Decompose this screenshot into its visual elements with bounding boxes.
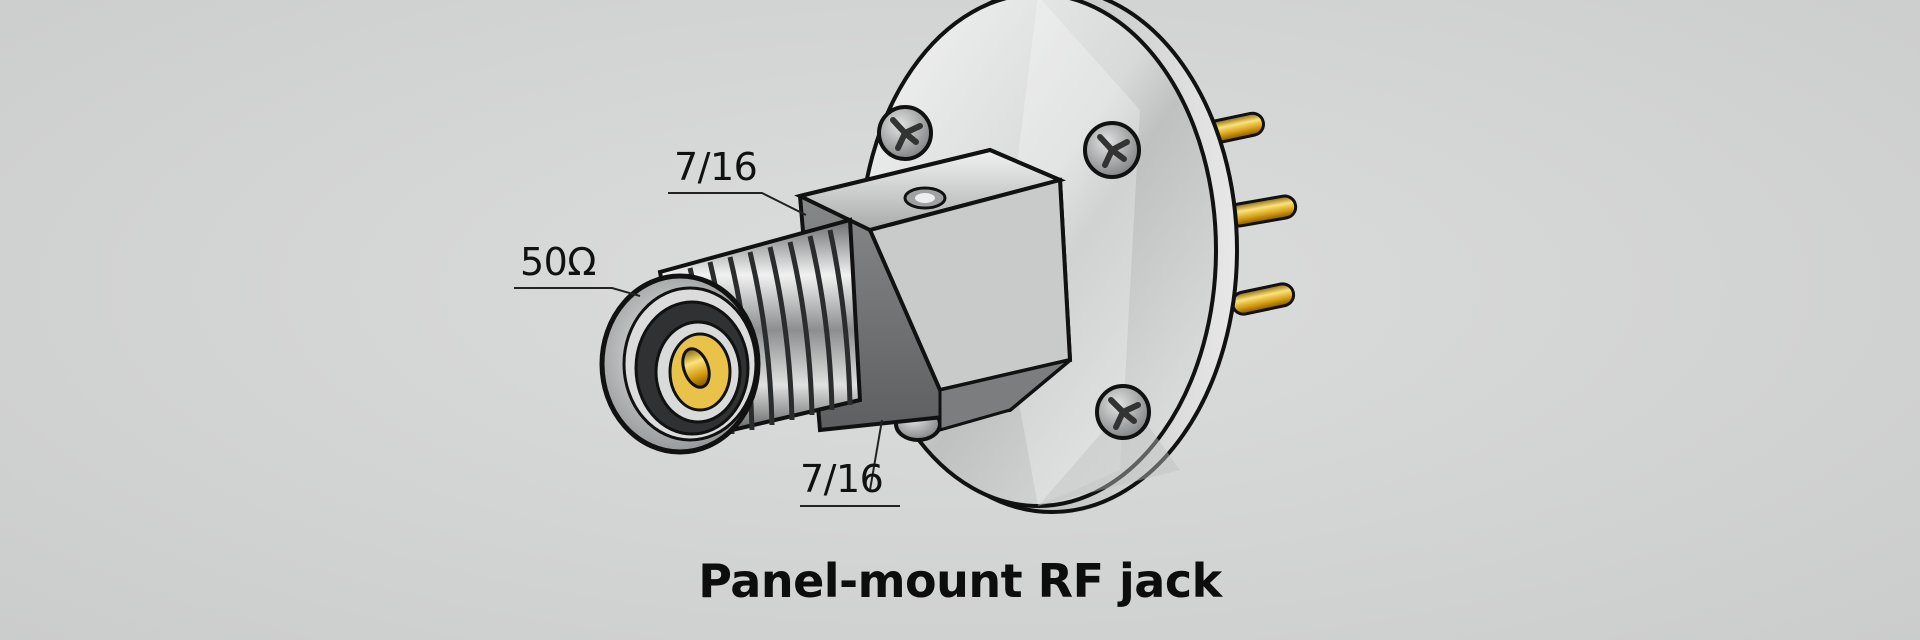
diagram-title: Panel-mount RF jack [698, 554, 1222, 608]
callout-thread-size: 7/16 [800, 457, 884, 501]
hex-nut [794, 147, 1073, 433]
barrel-front-face [599, 273, 761, 455]
mounting-screw-top-left [877, 105, 933, 161]
callout-hex-size: 7/16 [674, 145, 758, 189]
mounting-screw-bottom [1095, 384, 1151, 440]
callout-leaders [514, 192, 900, 507]
mounting-screw-top-right [1083, 121, 1141, 179]
callout-impedance: 50Ω [520, 240, 596, 284]
